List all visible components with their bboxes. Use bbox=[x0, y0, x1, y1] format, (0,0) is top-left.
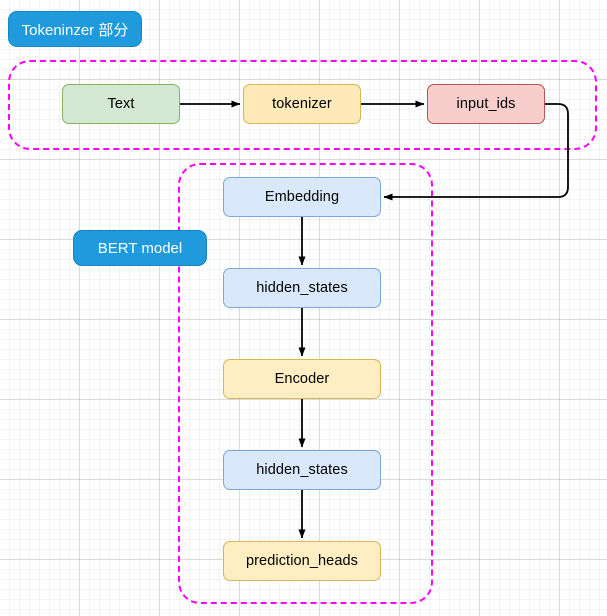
node-prediction-heads-label: prediction_heads bbox=[245, 553, 359, 569]
node-embedding-label: Embedding bbox=[264, 189, 340, 205]
node-text-label: Text bbox=[107, 96, 135, 112]
group-label-tokenizer[interactable]: Tokeninzer 部分 bbox=[8, 11, 142, 47]
node-prediction-heads[interactable]: prediction_heads bbox=[223, 541, 381, 581]
group-tokenizer-boundary bbox=[8, 60, 597, 150]
group-label-bert-model-text: BERT model bbox=[97, 239, 183, 257]
group-bert-model-boundary bbox=[178, 163, 433, 604]
node-encoder[interactable]: Encoder bbox=[223, 359, 381, 399]
node-hidden-states-2[interactable]: hidden_states bbox=[223, 450, 381, 490]
node-tokenizer[interactable]: tokenizer bbox=[243, 84, 361, 124]
node-hidden-states-1-label: hidden_states bbox=[256, 280, 348, 296]
node-hidden-states-2-label: hidden_states bbox=[256, 462, 348, 478]
node-input-ids-label: input_ids bbox=[456, 96, 516, 112]
group-label-tokenizer-text: Tokeninzer 部分 bbox=[21, 21, 129, 39]
node-input-ids[interactable]: input_ids bbox=[427, 84, 545, 124]
node-hidden-states-1[interactable]: hidden_states bbox=[223, 268, 381, 308]
node-encoder-label: Encoder bbox=[274, 371, 330, 387]
node-tokenizer-label: tokenizer bbox=[272, 96, 332, 112]
node-embedding[interactable]: Embedding bbox=[223, 177, 381, 217]
node-text[interactable]: Text bbox=[62, 84, 180, 124]
group-label-bert-model[interactable]: BERT model bbox=[73, 230, 207, 266]
